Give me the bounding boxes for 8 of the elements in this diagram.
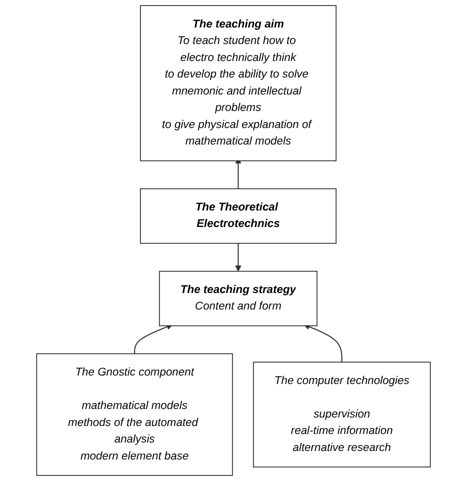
node-box: The Theoretical Electrotechnics	[140, 188, 336, 244]
node-box: The teaching aim To teach student how to electro technically think to develop the ability to solve mnemonic and intellectual problems to give physical explanation of mathematical models	[140, 5, 336, 162]
arrow	[235, 243, 242, 272]
arrow	[134, 324, 173, 354]
node-box: The teaching strategy Content and form	[159, 270, 318, 326]
arrow	[304, 324, 342, 362]
node-box: The computer technologies supervision real-time information alternative research	[253, 362, 431, 468]
node-box: The Gnostic component mathematical models methods of the automated analysis modern element base	[36, 353, 233, 476]
